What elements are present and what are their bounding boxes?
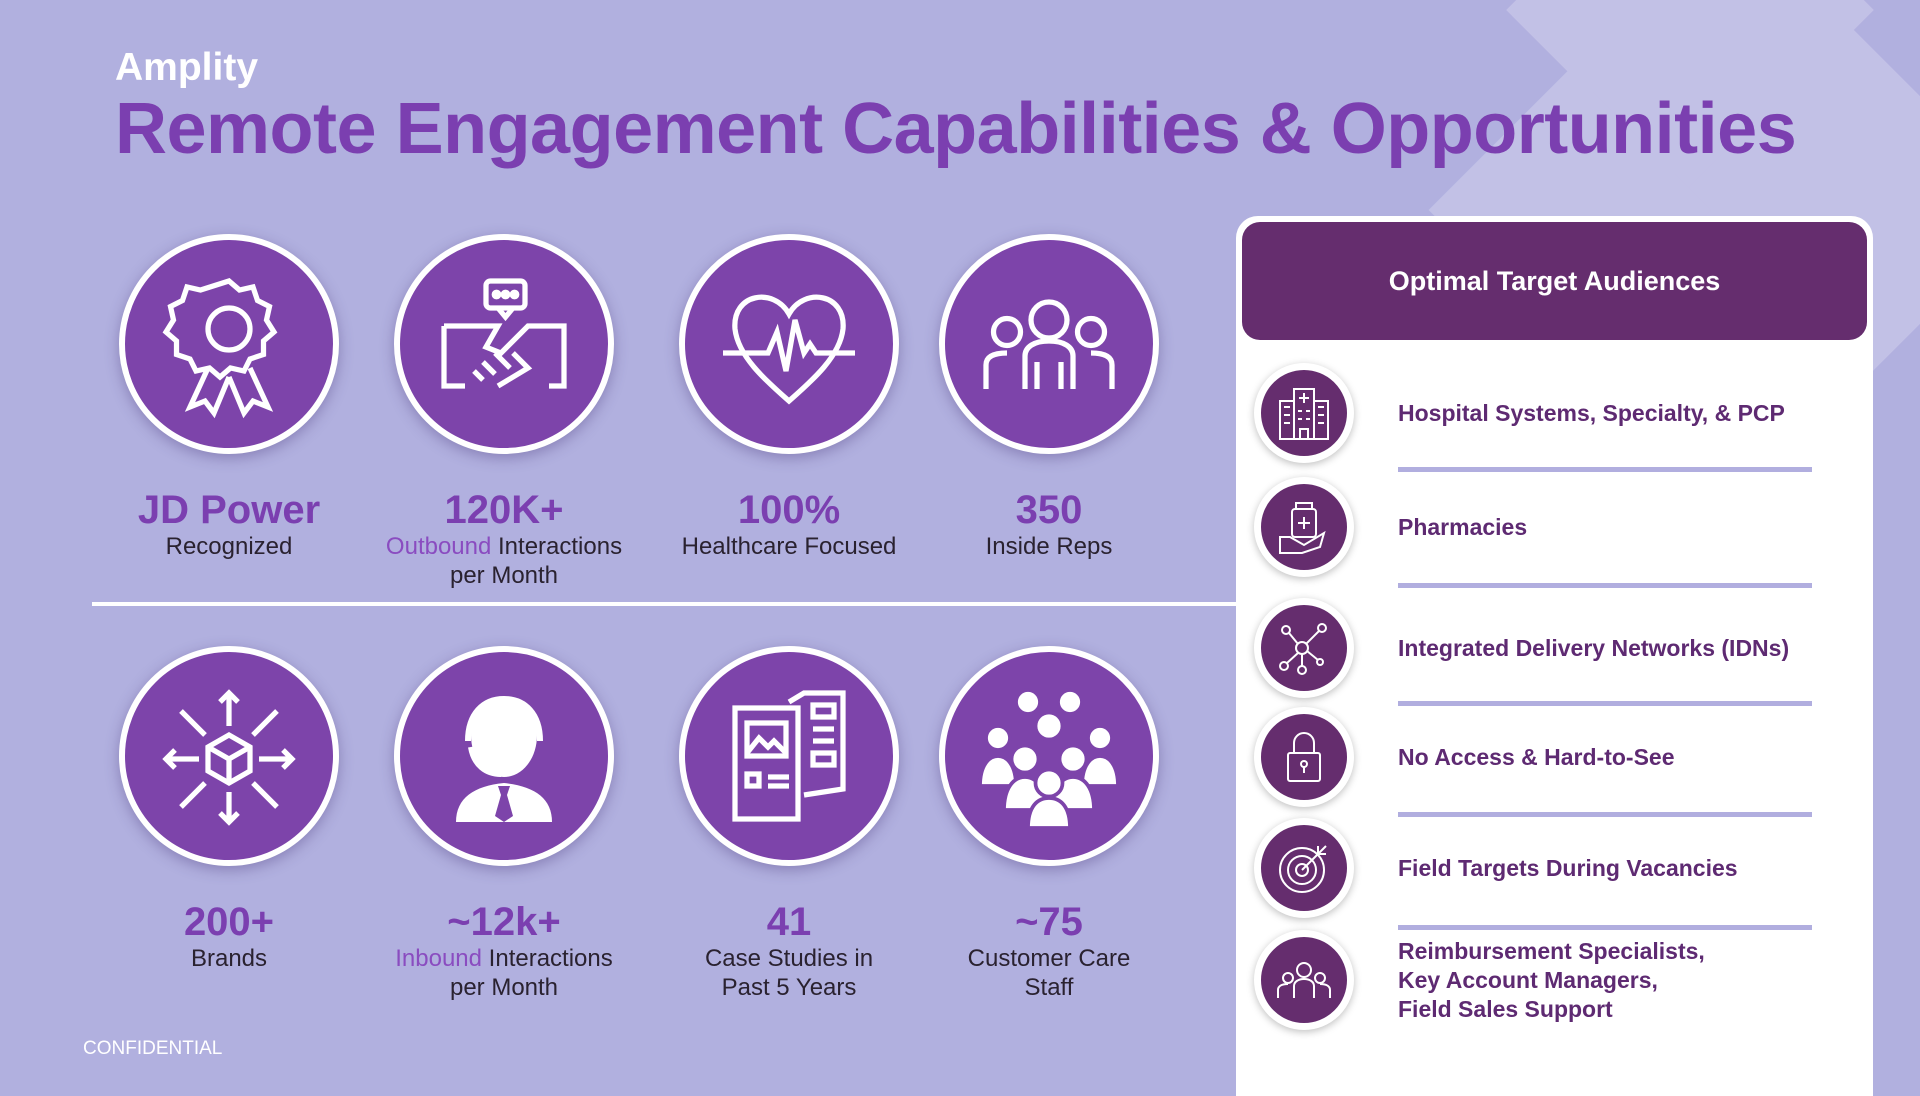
brand-name: Amplity (115, 46, 259, 89)
audience-item: Pharmacies (1254, 477, 1864, 577)
pharmacy-icon (1254, 477, 1354, 577)
audience-label: Integrated Delivery Networks (IDNs) (1398, 634, 1790, 661)
stat-value: 100% (737, 488, 841, 532)
audience-item: No Access & Hard-to-See (1254, 707, 1864, 807)
stat-label: Inside Reps (985, 533, 1113, 560)
stat-value: ~75 (1015, 900, 1083, 944)
stat-value: 350 (1015, 488, 1083, 532)
panel-title: Optimal Target Audiences (1242, 222, 1867, 340)
handshake-chat-icon (394, 234, 614, 454)
stat-label: Recognized (165, 533, 293, 560)
target-icon (1254, 818, 1354, 918)
separator (1398, 467, 1812, 472)
stat-label: Brands (190, 945, 268, 972)
audience-label: Hospital Systems, Specialty, & PCP (1398, 399, 1785, 426)
audience-item: Field Targets During Vacancies (1254, 818, 1864, 918)
page-title: Remote Engagement Capabilities & Opportu… (115, 89, 1797, 169)
headset-agent-icon (394, 646, 614, 866)
crowd-icon (939, 646, 1159, 866)
separator (1398, 701, 1812, 706)
stat-healthcare: 100% Healthcare Focused (649, 234, 929, 561)
stat-value: JD Power (137, 488, 321, 532)
separator (1398, 583, 1812, 588)
stat-jd-power: JD Power Recognized (89, 234, 369, 561)
award-ribbon-icon (119, 234, 339, 454)
audience-label: No Access & Hard-to-See (1398, 743, 1675, 770)
stat-brands: 200+ Brands (89, 646, 369, 973)
stat-label: Healthcare Focused (681, 533, 897, 560)
audience-item: Integrated Delivery Networks (IDNs) (1254, 598, 1864, 698)
stat-value: 41 (766, 900, 812, 944)
separator (1398, 925, 1812, 930)
audience-item: Reimbursement Specialists, Key Account M… (1254, 930, 1864, 1030)
stat-inside-reps: 350 Inside Reps (909, 234, 1189, 561)
network-icon (1254, 598, 1354, 698)
audience-label: Pharmacies (1398, 513, 1528, 540)
documents-icon (679, 646, 899, 866)
audience-item: Hospital Systems, Specialty, & PCP (1254, 363, 1864, 463)
hospital-icon (1254, 363, 1354, 463)
target-audiences-panel: Optimal Target Audiences Hospital System… (1236, 216, 1873, 1096)
stat-value: 200+ (183, 900, 275, 944)
lock-icon (1254, 707, 1354, 807)
stat-value: ~12k+ (447, 900, 561, 944)
people-icon (1254, 930, 1354, 1030)
stat-value: 120K+ (444, 488, 564, 532)
audience-label: Reimbursement Specialists, Key Account M… (1398, 937, 1705, 1022)
heartbeat-icon (679, 234, 899, 454)
team-icon (939, 234, 1159, 454)
separator (1398, 812, 1812, 817)
audience-label: Field Targets During Vacancies (1398, 854, 1738, 881)
box-distribution-icon (119, 646, 339, 866)
confidential-label: CONFIDENTIAL (83, 1038, 223, 1059)
section-divider (92, 602, 1237, 606)
